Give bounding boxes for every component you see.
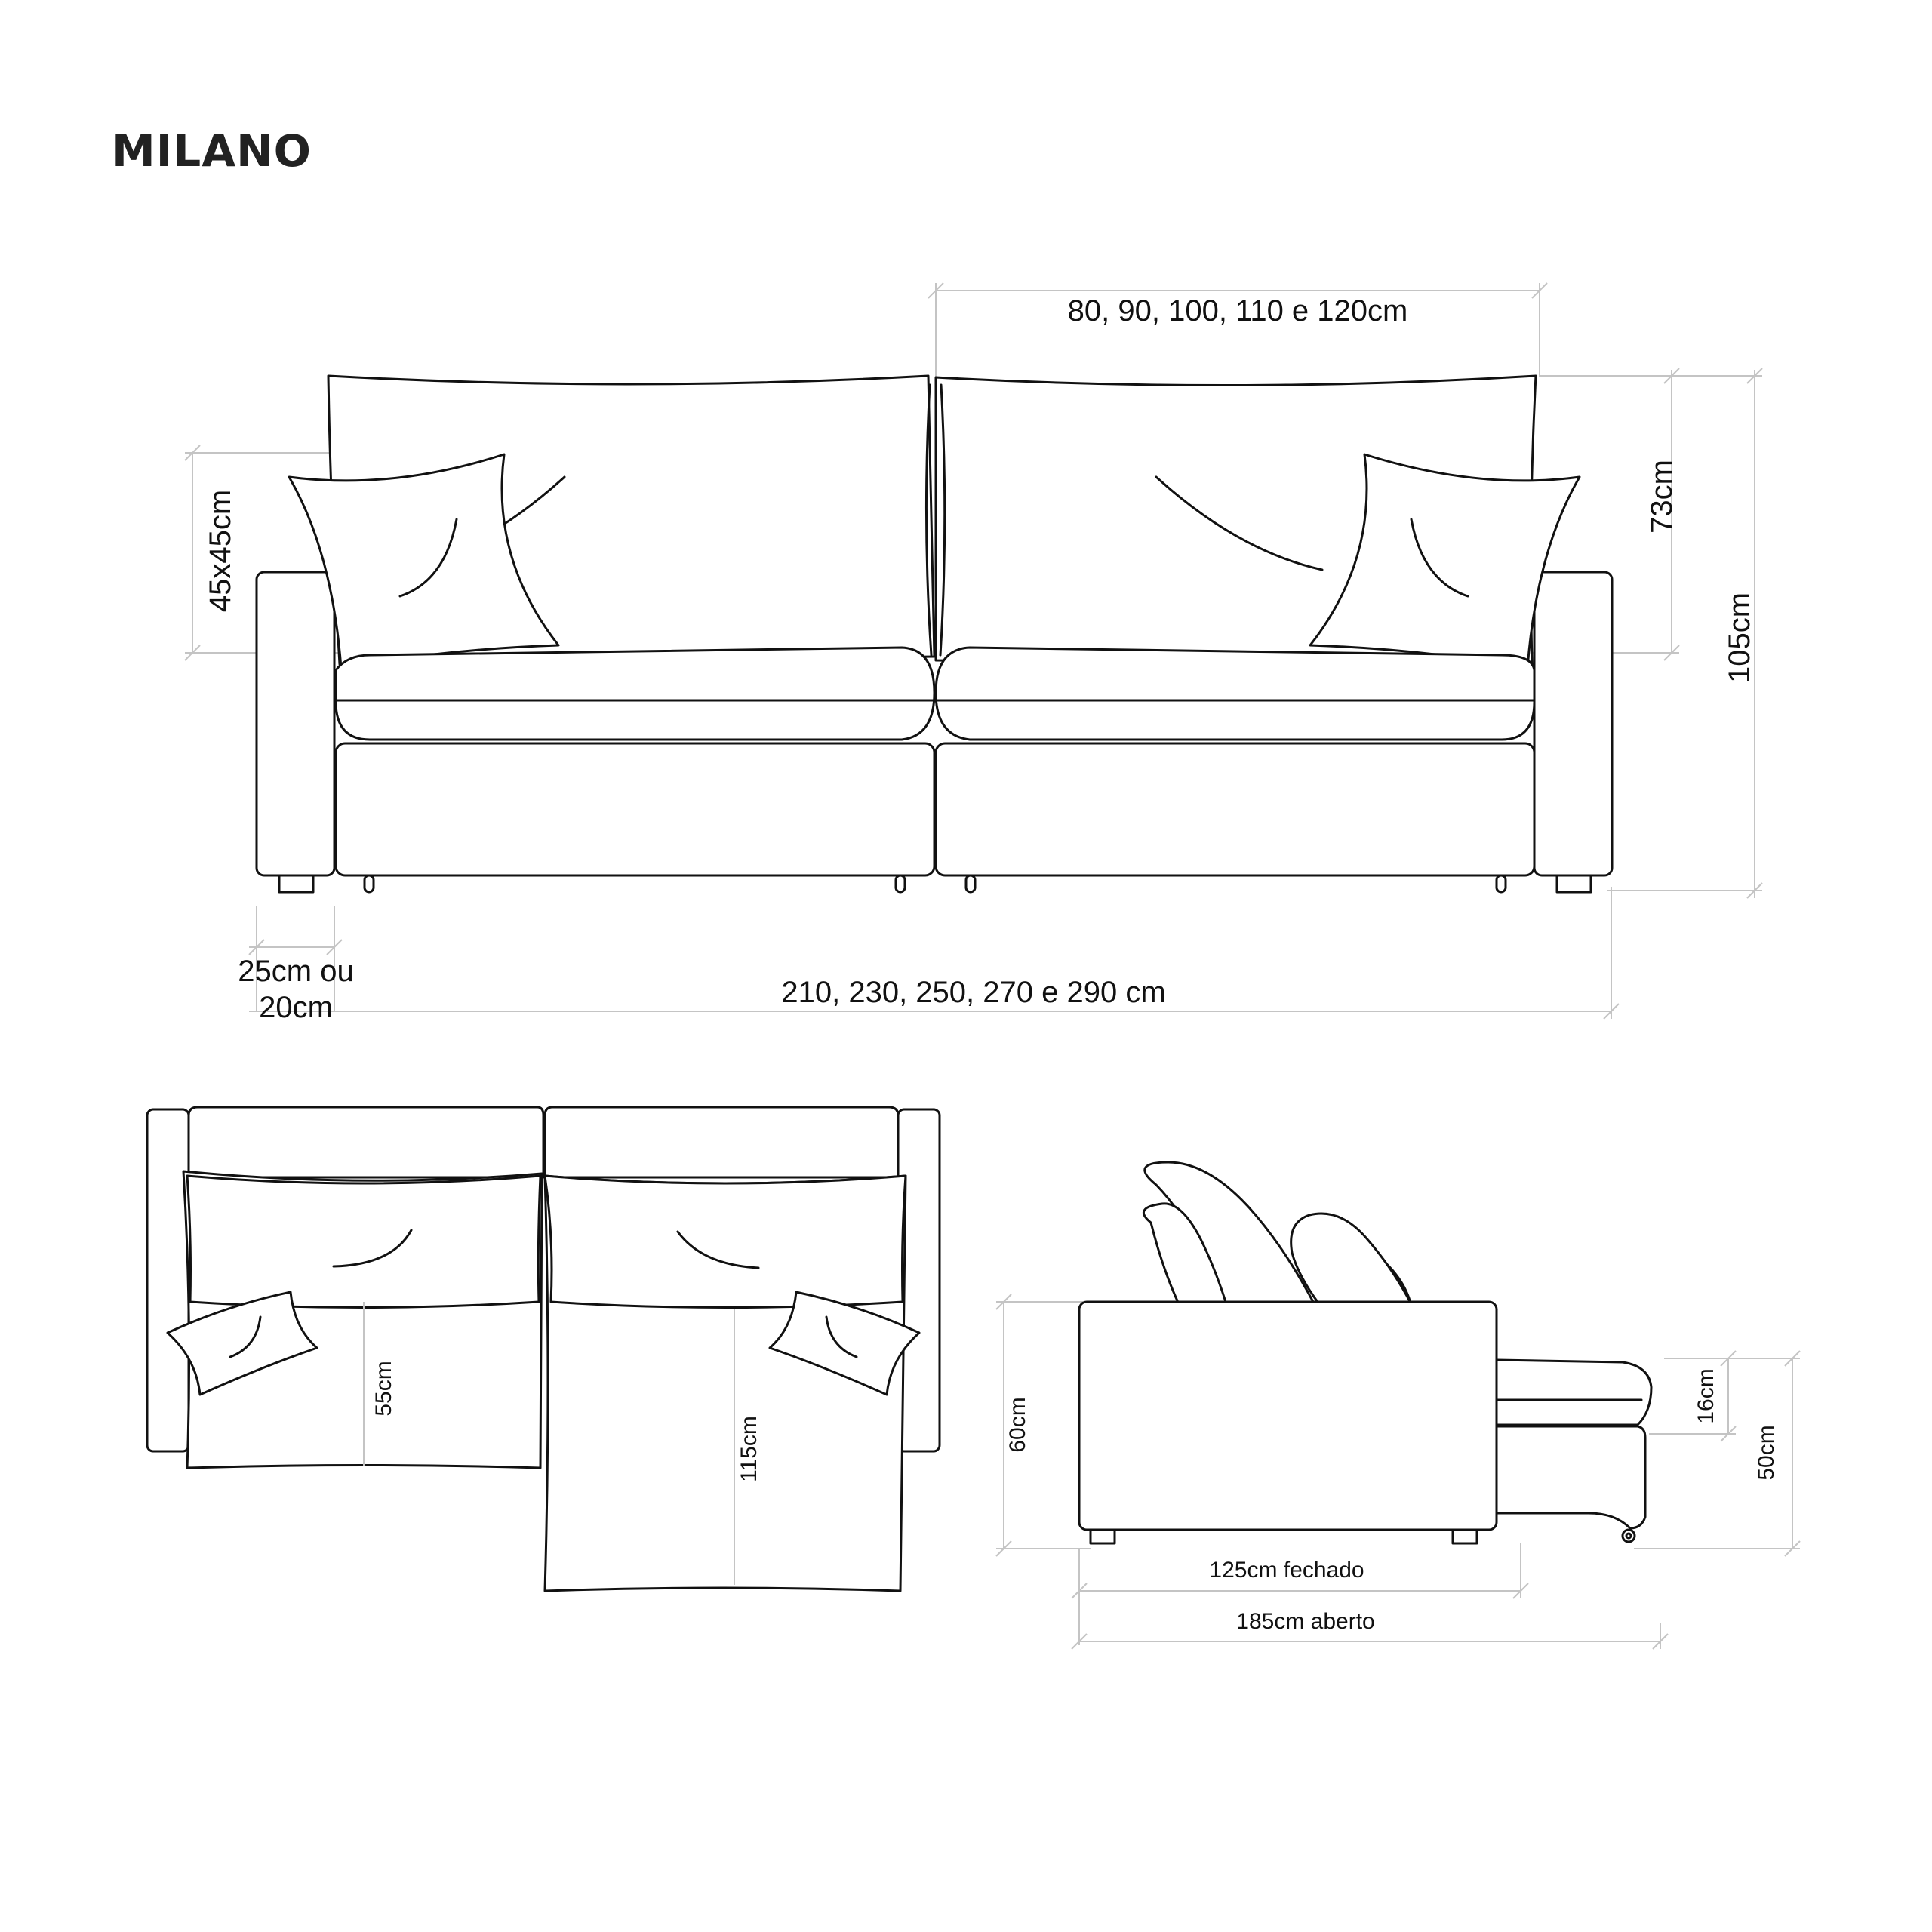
pullout-height-label: 50cm bbox=[1754, 1425, 1779, 1480]
top-backrest-right bbox=[543, 1106, 900, 1179]
seat-height-label: 60cm bbox=[1005, 1397, 1030, 1452]
front-view: 80, 90, 100, 110 e 120cm 45x45cm 73cm 10… bbox=[184, 282, 1763, 1024]
top-back-cushion-left bbox=[186, 1174, 542, 1309]
top-backrest-left bbox=[187, 1106, 545, 1179]
side-throw-pillow-back bbox=[1290, 1212, 1413, 1306]
caster bbox=[894, 874, 906, 894]
top-throw-pillow-right bbox=[768, 1291, 921, 1396]
base-module-right bbox=[934, 742, 1536, 877]
module-width-label: 80, 90, 100, 110 e 120cm bbox=[1068, 294, 1408, 328]
front-dimension-lines bbox=[184, 282, 1763, 1020]
side-backrest-cushion-inner bbox=[1142, 1202, 1228, 1306]
caster bbox=[964, 874, 977, 894]
total-height-label: 105cm bbox=[1723, 592, 1756, 683]
side-view: 60cm 16cm 50cm 125cm fechado 185cm abert… bbox=[995, 1161, 1801, 1650]
page-title: MILANO bbox=[112, 125, 312, 177]
seat-cushion-right bbox=[934, 646, 1536, 741]
foot-right bbox=[1555, 874, 1592, 894]
pullout-mattress bbox=[1495, 1358, 1653, 1426]
depth-closed-label: 125cm fechado bbox=[1209, 1558, 1364, 1583]
left-arm bbox=[255, 571, 336, 877]
top-left-arm bbox=[146, 1108, 190, 1453]
side-foot-front bbox=[1089, 1528, 1116, 1545]
cushion-size-label: 45x45cm bbox=[204, 490, 237, 612]
pullout-wheel bbox=[1621, 1528, 1636, 1543]
arm-width-label: 25cm ou bbox=[238, 955, 353, 988]
foot-left bbox=[278, 874, 315, 894]
total-width-label: 210, 230, 250, 270 e 290 cm bbox=[781, 976, 1165, 1009]
top-back-cushion-right bbox=[543, 1174, 907, 1309]
base-module-left bbox=[334, 742, 936, 877]
extended-depth-label: 115cm bbox=[737, 1416, 761, 1482]
caster bbox=[363, 874, 375, 894]
caster bbox=[1495, 874, 1507, 894]
throw-pillow-left bbox=[288, 453, 560, 669]
seat-depth-label: 55cm bbox=[371, 1361, 396, 1416]
arm-width-label-line2: 20cm bbox=[259, 991, 333, 1024]
backrest-height-label: 73cm bbox=[1645, 460, 1678, 534]
throw-pillow-right bbox=[1309, 453, 1581, 669]
pullout-base bbox=[1495, 1425, 1647, 1530]
top-throw-pillow-left bbox=[166, 1291, 318, 1396]
mattress-thickness-label: 16cm bbox=[1694, 1368, 1718, 1423]
side-foot-back bbox=[1451, 1528, 1478, 1545]
side-body bbox=[1078, 1300, 1498, 1531]
right-arm bbox=[1533, 571, 1614, 877]
top-view: 55cm 115cm bbox=[146, 1106, 941, 1592]
depth-open-label: 185cm aberto bbox=[1236, 1609, 1374, 1634]
seat-cushion-left bbox=[334, 646, 936, 741]
